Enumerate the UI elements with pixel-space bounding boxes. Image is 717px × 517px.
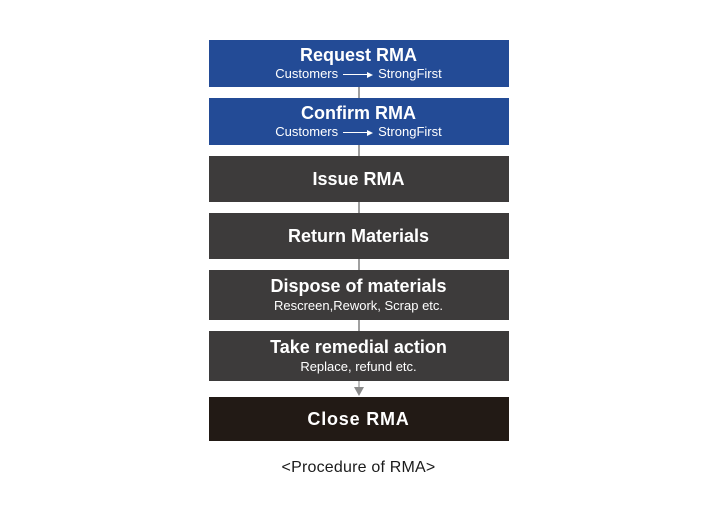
step-subtitle: Customers StrongFirst xyxy=(275,66,442,82)
connector-line xyxy=(357,145,360,156)
subtitle-source: Customers xyxy=(275,66,339,82)
subtitle-source: Customers xyxy=(275,124,339,140)
step-title: Request RMA xyxy=(299,44,417,65)
flow-step: Dispose of materials Rescreen,Rework, Sc… xyxy=(208,270,509,320)
connector-line xyxy=(357,202,360,213)
step-title: Return Materials xyxy=(287,225,430,246)
step-subtitle: Customers StrongFirst xyxy=(275,124,442,140)
flow-step: Confirm RMA Customers StrongFirst xyxy=(208,98,509,145)
right-arrow-icon xyxy=(343,129,374,136)
connector-line xyxy=(357,87,360,98)
step-title: Take remedial action xyxy=(270,337,447,358)
flow-step: Return Materials xyxy=(208,213,509,259)
diagram-caption: <Procedure of RMA> xyxy=(281,459,436,476)
right-arrow-icon xyxy=(343,71,374,78)
subtitle-target: StrongFirst xyxy=(378,124,442,140)
connector-line xyxy=(357,259,360,270)
step-title: Dispose of materials xyxy=(270,276,447,297)
flow-step: Request RMA Customers StrongFirst xyxy=(208,40,509,87)
connector-arrow-icon xyxy=(353,381,364,397)
flow-step: Take remedial action Replace, refund etc… xyxy=(208,331,509,381)
flow-step: Issue RMA xyxy=(208,156,509,202)
step-subtitle: Rescreen,Rework, Scrap etc. xyxy=(273,297,444,313)
step-title: Confirm RMA xyxy=(301,102,416,123)
flow-step: Close RMA xyxy=(208,397,509,441)
step-title: Issue RMA xyxy=(312,168,405,189)
step-title: Close RMA xyxy=(307,408,410,429)
step-subtitle: Replace, refund etc. xyxy=(300,358,417,374)
connector-line xyxy=(357,320,360,331)
subtitle-target: StrongFirst xyxy=(378,66,442,82)
